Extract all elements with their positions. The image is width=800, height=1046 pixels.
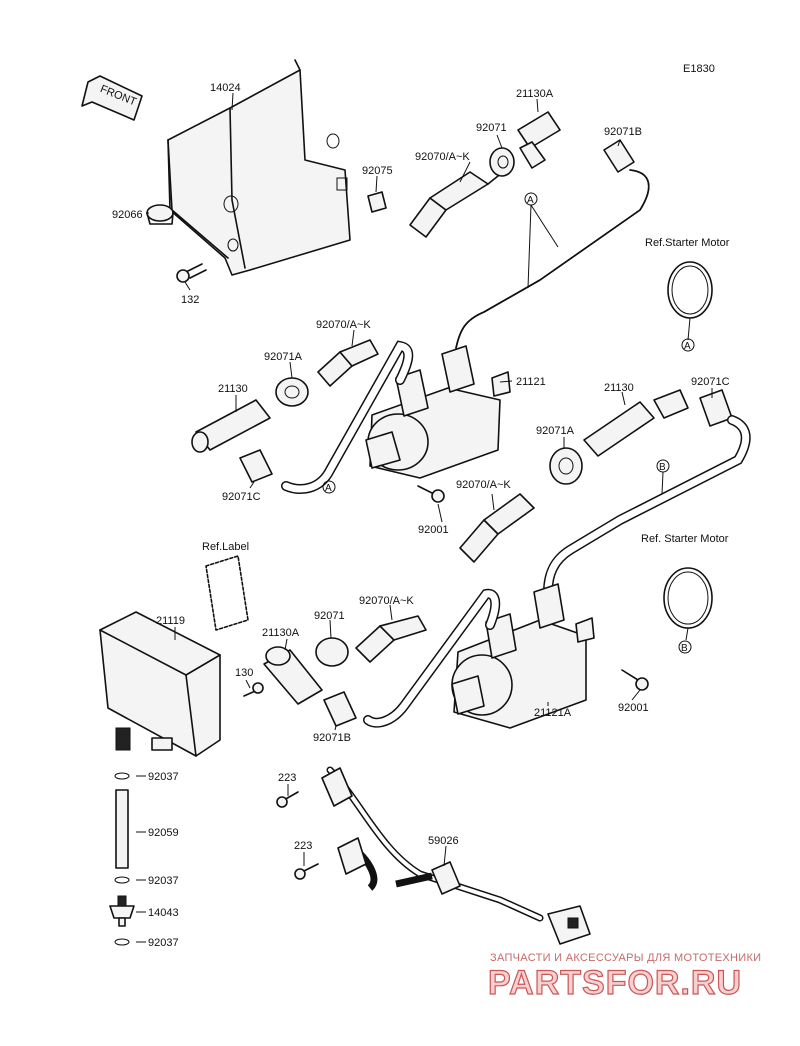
bolt-92001-mid (417, 485, 445, 503)
plug-cap-21130A-low (263, 646, 323, 705)
part-labels: 14024 92075 92066 132 92070/A~K 92071 21… (112, 82, 730, 949)
grommet-92066 (146, 204, 174, 225)
clip-92037-c (114, 938, 130, 946)
lead-wire-top (455, 169, 650, 349)
marker-b-right: B (656, 459, 670, 495)
cap-92071C-mid (239, 449, 273, 483)
label-21121A: 21121A (534, 707, 572, 719)
label-21119: 21119 (156, 615, 185, 627)
marker-a-mid: A (322, 480, 336, 494)
cap-92071-top (489, 147, 515, 177)
front-arrow: FRONT (81, 75, 143, 121)
ignition-coil-21121A (451, 583, 595, 729)
ignition-coil-21121 (365, 345, 511, 479)
svg-text:B: B (659, 462, 666, 473)
spark-plug-mid (317, 339, 379, 387)
watermark-brand: PARTSFOR.RU (488, 964, 742, 1002)
label-21121: 21121 (516, 376, 546, 388)
lead-wire-mid-left (281, 340, 414, 494)
label-21130-right: 21130 (604, 382, 634, 394)
harness-59026 (321, 766, 591, 945)
bolt-130 (243, 682, 264, 697)
svg-text:A: A (684, 341, 691, 352)
leader-lines (136, 92, 713, 943)
label-92075: 92075 (362, 165, 393, 177)
ref-label: Ref.Label (202, 541, 249, 553)
label-92071A-right: 92071A (536, 425, 575, 437)
plug-cap-21130-mid (191, 399, 271, 453)
label-92001-mid: 92001 (418, 524, 449, 536)
bolt-132 (176, 263, 207, 283)
label-sheet (205, 555, 249, 631)
label-92037-b: 92037 (148, 875, 179, 887)
label-92059: 92059 (148, 827, 179, 839)
label-14043: 14043 (148, 907, 179, 919)
marker-a-top: A (524, 192, 559, 289)
cover-14024 (167, 59, 351, 276)
label-92070-mid: 92070/A~K (316, 319, 371, 331)
ref-starter-motor-b: Ref. Starter Motor (641, 533, 729, 545)
cap-92071B-low (323, 691, 357, 727)
label-92037-c: 92037 (148, 937, 179, 949)
label-92070-low: 92070/A~K (359, 595, 414, 607)
label-130: 130 (235, 667, 253, 679)
screw-223-a (276, 791, 299, 808)
label-92037-a: 92037 (148, 771, 179, 783)
label-92071B-top: 92071B (604, 126, 642, 138)
cap-92071A-right (549, 447, 583, 485)
watermark-tagline: ЗАПЧАСТИ И АКСЕССУАРЫ ДЛЯ МОТОТЕХНИКИ (490, 952, 761, 964)
lead-wire-right (543, 415, 751, 597)
lead-wire-low (363, 588, 501, 728)
pad-92075 (367, 191, 387, 213)
plug-cap-21130A-top (517, 111, 561, 169)
spark-plug-low (355, 615, 427, 663)
bolt-92001-low (621, 669, 649, 691)
label-132: 132 (181, 294, 199, 306)
label-92071C-left: 92071C (222, 491, 261, 503)
label-92070-top: 92070/A~K (415, 151, 470, 163)
diagram-code: E1830 (683, 63, 715, 75)
label-21130A-top: 21130A (516, 88, 554, 100)
label-223-a: 223 (278, 772, 296, 784)
igniter-21119 (99, 611, 221, 757)
clamp-ring-a: A (667, 261, 713, 352)
cap-92071A-mid (275, 377, 309, 407)
label-21130-left: 21130 (218, 383, 248, 395)
ref-starter-motor-a: Ref.Starter Motor (645, 237, 730, 249)
label-92070-right: 92070/A~K (456, 479, 511, 491)
clip-92037-a (114, 772, 130, 780)
screw-223-b (294, 863, 319, 880)
label-92071C-right: 92071C (691, 376, 730, 388)
cap-92071B-top (603, 139, 635, 173)
spark-plug-top (409, 171, 499, 238)
hose-92059 (115, 789, 129, 869)
cap-92071-low (315, 637, 349, 667)
svg-text:A: A (527, 195, 534, 206)
svg-text:A: A (325, 483, 332, 494)
label-14024: 14024 (210, 82, 241, 94)
clamp-ring-b: B (663, 567, 713, 654)
label-92001-low: 92001 (618, 702, 649, 714)
label-92071-top: 92071 (476, 122, 507, 134)
label-59026: 59026 (428, 835, 459, 847)
clip-92037-b (114, 876, 130, 884)
label-92066: 92066 (112, 209, 143, 221)
svg-text:B: B (681, 643, 688, 654)
valve-14043 (109, 895, 135, 927)
plug-cap-21130-right (583, 389, 689, 457)
watermark: ЗАПЧАСТИ И АКСЕССУАРЫ ДЛЯ МОТОТЕХНИКИ PA… (487, 952, 761, 1003)
label-21130A-low: 21130A (262, 627, 300, 639)
label-223-b: 223 (294, 840, 312, 852)
spark-plug-right (459, 493, 535, 563)
label-92071B-low: 92071B (313, 732, 351, 744)
label-92071A-left: 92071A (264, 351, 303, 363)
label-92071-low: 92071 (314, 610, 345, 622)
